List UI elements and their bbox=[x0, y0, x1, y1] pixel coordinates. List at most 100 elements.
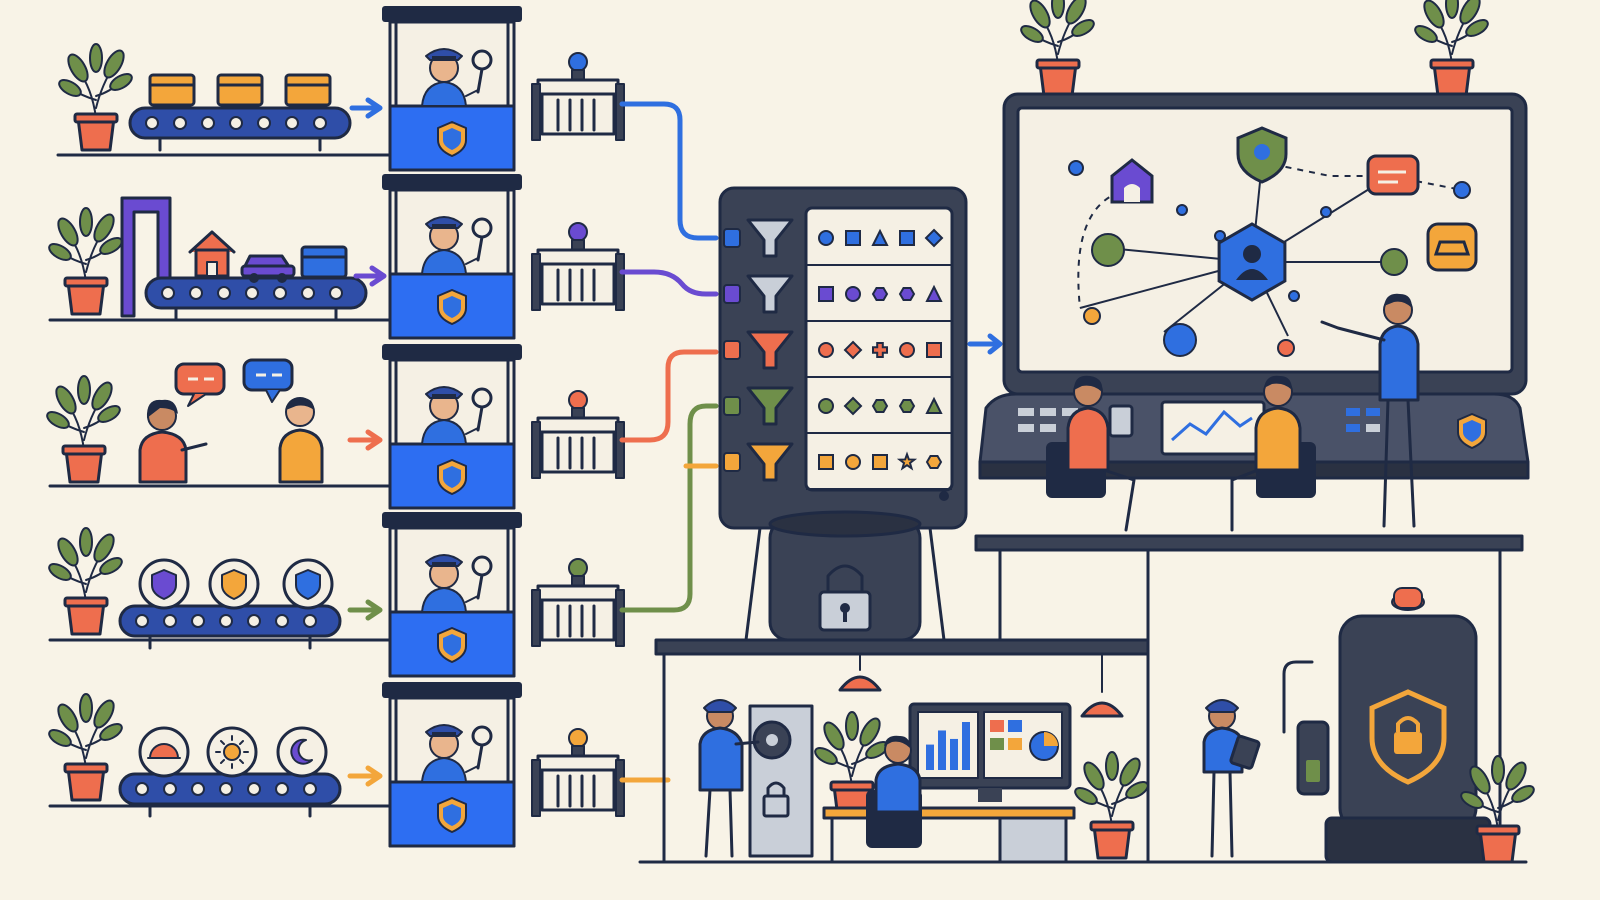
card-icon bbox=[284, 73, 332, 107]
filter-row bbox=[723, 386, 952, 434]
conveyor-belt bbox=[128, 106, 352, 152]
secure-vault-tank bbox=[1282, 587, 1492, 864]
graph-node bbox=[1320, 206, 1332, 218]
diamond-shape bbox=[843, 396, 863, 416]
arrow-right-icon bbox=[347, 429, 383, 451]
card-icon bbox=[216, 73, 264, 107]
circle-shape bbox=[899, 342, 915, 358]
plant-icon bbox=[45, 692, 126, 802]
graph-edge bbox=[1261, 161, 1463, 191]
arrow-right-icon bbox=[967, 333, 1003, 355]
chart-bar bbox=[950, 738, 958, 770]
control-room bbox=[974, 0, 1530, 864]
chart-bar bbox=[962, 722, 970, 770]
shield-icon bbox=[208, 558, 260, 610]
input-port bbox=[723, 452, 741, 472]
cross-shape bbox=[872, 342, 888, 358]
guard-booth bbox=[382, 512, 522, 676]
lane-time bbox=[45, 692, 397, 818]
arrow-right-icon bbox=[347, 765, 383, 787]
funnel-icon bbox=[746, 274, 794, 314]
speech-bubble-icon bbox=[174, 362, 226, 407]
guard bbox=[698, 699, 760, 858]
graph-node bbox=[1083, 307, 1101, 325]
lane-conversations bbox=[43, 358, 397, 488]
access-gate bbox=[530, 221, 626, 312]
car-icon bbox=[1426, 222, 1478, 272]
graph-node bbox=[1288, 290, 1300, 302]
graph-edge bbox=[1077, 191, 1121, 309]
plant-icon bbox=[55, 42, 136, 152]
plant-icon bbox=[45, 206, 126, 316]
guard-booth bbox=[382, 344, 522, 508]
sun-icon bbox=[206, 726, 258, 778]
person-woman bbox=[138, 399, 208, 484]
conveyor-belt bbox=[118, 604, 342, 650]
arrow-right-icon bbox=[353, 265, 387, 287]
triangle-shape bbox=[871, 228, 889, 246]
arrow-right-icon bbox=[347, 599, 383, 621]
funnel-icon bbox=[746, 330, 794, 370]
graph-node bbox=[1163, 323, 1197, 357]
message-icon bbox=[1366, 154, 1420, 196]
operator-man bbox=[1230, 375, 1316, 532]
card-icon bbox=[300, 245, 348, 279]
filter-row bbox=[723, 218, 952, 266]
circle-shape bbox=[845, 454, 861, 470]
shield-icon bbox=[1457, 413, 1487, 449]
presenter bbox=[1320, 293, 1420, 528]
sunrise-icon bbox=[138, 726, 190, 778]
hexagon-shape bbox=[925, 454, 943, 470]
safe-door bbox=[748, 704, 814, 858]
funnel-icon bbox=[746, 386, 794, 426]
house-door bbox=[1124, 184, 1140, 202]
arrow-right-icon bbox=[349, 97, 383, 119]
shield-icon bbox=[282, 558, 334, 610]
person-man bbox=[278, 397, 324, 484]
graph-node bbox=[1380, 248, 1408, 276]
guard-with-tablet bbox=[1202, 699, 1261, 858]
house-icon bbox=[188, 230, 236, 278]
access-gate bbox=[530, 51, 626, 142]
flow-line-purple bbox=[619, 269, 719, 297]
diamond-shape bbox=[843, 340, 863, 360]
plant-icon bbox=[1071, 750, 1152, 860]
filter-row bbox=[723, 274, 952, 322]
lane-assets bbox=[45, 196, 397, 322]
diamond-shape bbox=[924, 228, 944, 248]
square-shape bbox=[899, 230, 915, 246]
flow-line-blue bbox=[619, 101, 719, 241]
filter-row bbox=[723, 330, 952, 378]
moon-icon bbox=[276, 726, 328, 778]
car-shape bbox=[1433, 240, 1471, 256]
square-shape bbox=[926, 342, 942, 358]
circle-shape bbox=[818, 398, 834, 414]
graph-node bbox=[1176, 204, 1188, 216]
car-icon bbox=[240, 254, 296, 283]
plant-icon bbox=[45, 526, 126, 636]
input-port bbox=[723, 396, 741, 416]
square-shape bbox=[818, 454, 834, 470]
circle-shape bbox=[818, 342, 834, 358]
conveyor-belt bbox=[144, 276, 368, 322]
user-icon-body bbox=[1236, 269, 1268, 280]
hexagon-shape bbox=[898, 398, 916, 414]
square-shape bbox=[845, 230, 861, 246]
guard-booth bbox=[382, 174, 522, 338]
input-port bbox=[723, 228, 741, 248]
graph-node bbox=[1068, 160, 1084, 176]
input-port bbox=[723, 284, 741, 304]
circle-shape bbox=[818, 230, 834, 246]
triangle-shape bbox=[925, 396, 943, 414]
graph-node bbox=[1277, 339, 1295, 357]
computer-monitor bbox=[908, 702, 1072, 802]
plant-icon bbox=[43, 374, 124, 484]
operator-woman bbox=[1046, 375, 1136, 532]
circle-shape bbox=[845, 286, 861, 302]
chart-bar bbox=[938, 730, 946, 770]
funnel-icon bbox=[746, 442, 794, 482]
shield-dot bbox=[1254, 144, 1270, 160]
vault-drum bbox=[744, 510, 946, 642]
hexagon-shape bbox=[871, 398, 889, 414]
